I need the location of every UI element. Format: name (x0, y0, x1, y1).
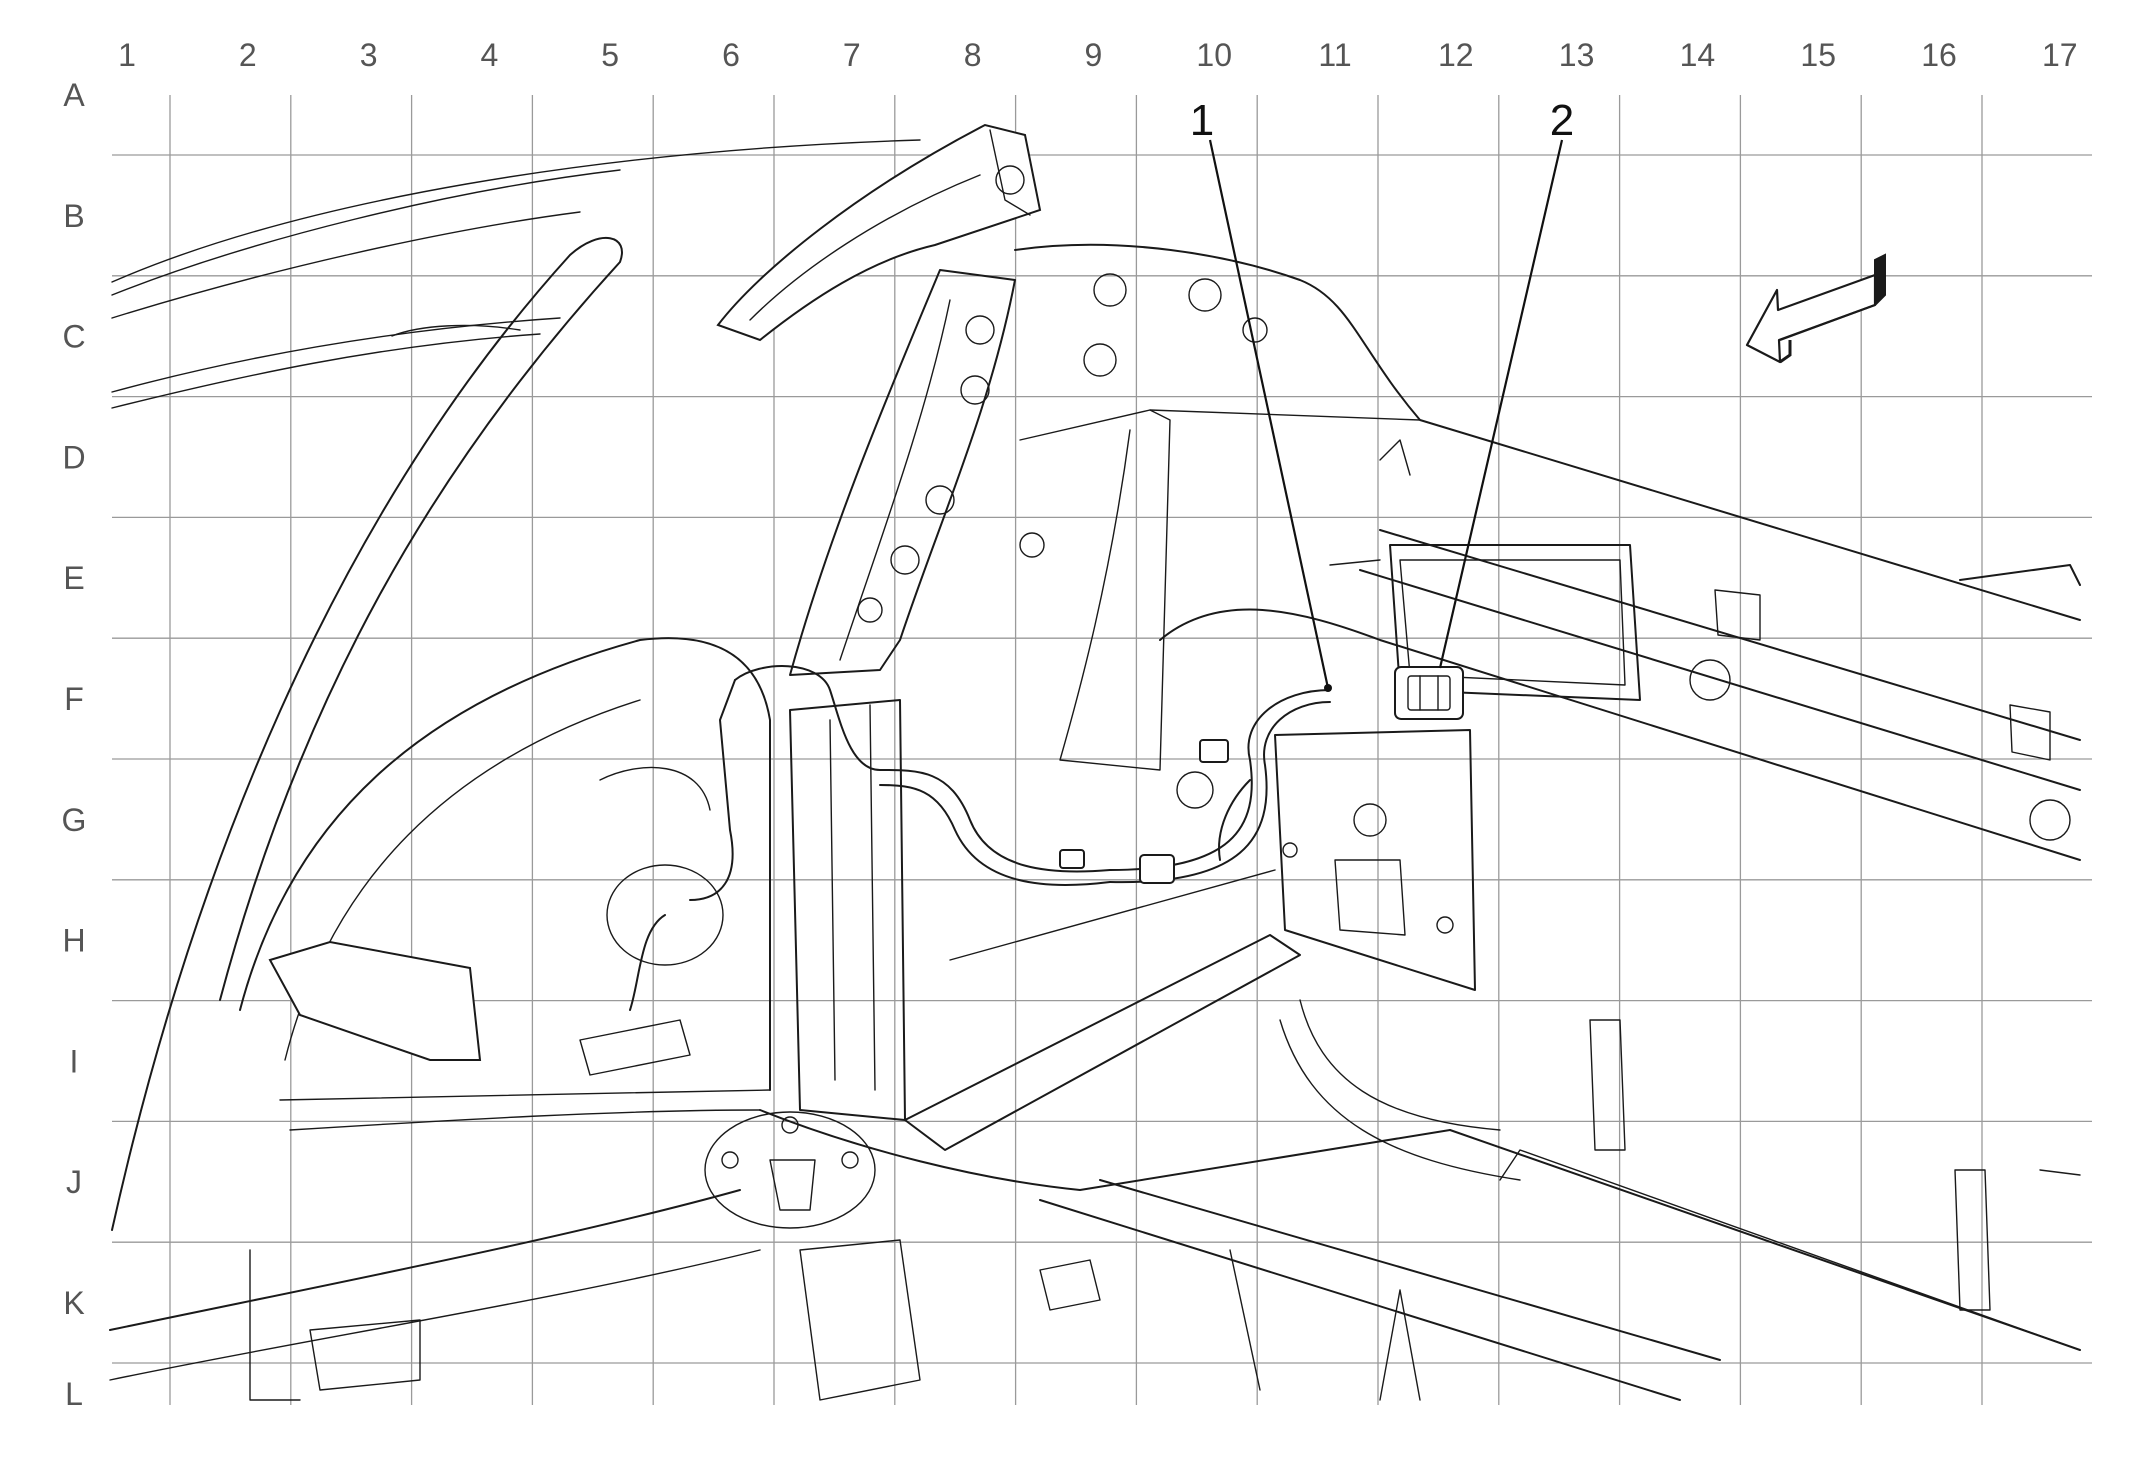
grid-row-label: G (62, 802, 87, 838)
callout-leaders (1208, 139, 1564, 692)
grid-row-label: H (62, 923, 85, 959)
grid-row-label: D (62, 439, 85, 475)
grid-column-label: 5 (601, 37, 619, 73)
grid-column-label: 11 (1318, 37, 1351, 73)
grid-row-label: C (62, 319, 85, 355)
callout-1-target-dot (1324, 684, 1332, 692)
grid-column-label: 8 (964, 37, 982, 73)
grid-column-label: 10 (1196, 37, 1232, 73)
grid-column-label: 4 (481, 37, 499, 73)
grid-row-label: J (66, 1164, 82, 1200)
grid-column-label: 9 (1085, 37, 1103, 73)
grid-row-label: E (63, 560, 84, 596)
grid-column-label: 2 (239, 37, 257, 73)
grid-column-label: 14 (1680, 37, 1716, 73)
callout-2-leader (1438, 139, 1564, 669)
forward-direction-arrow-icon (1745, 253, 1886, 364)
reference-grid (112, 95, 2092, 1405)
grid-column-label: 13 (1559, 37, 1595, 73)
grid-column-label: 3 (360, 37, 378, 73)
grid-column-label: 17 (2042, 37, 2078, 73)
grid-row-label: A (63, 77, 85, 113)
grid-column-label: 6 (722, 37, 740, 73)
grid-column-label: 12 (1438, 37, 1474, 73)
grid-row-label: F (64, 681, 84, 717)
grid-row-label: I (70, 1043, 79, 1079)
grid-row-label: L (65, 1376, 83, 1412)
callout-1-leader (1208, 139, 1330, 689)
grid-column-label: 16 (1921, 37, 1957, 73)
grid-row-labels: A B C D E F G H I J K L (62, 77, 87, 1412)
callout-2-label: 2 (1550, 96, 1574, 145)
callout-1-label: 1 (1190, 96, 1214, 145)
vehicle-body-line-art (109, 123, 2081, 1401)
grid-column-label: 7 (843, 37, 861, 73)
grid-row-label: B (63, 198, 84, 234)
grid-column-label: 15 (1800, 37, 1836, 73)
grid-column-label: 1 (118, 37, 136, 73)
grid-row-label: K (63, 1285, 84, 1321)
